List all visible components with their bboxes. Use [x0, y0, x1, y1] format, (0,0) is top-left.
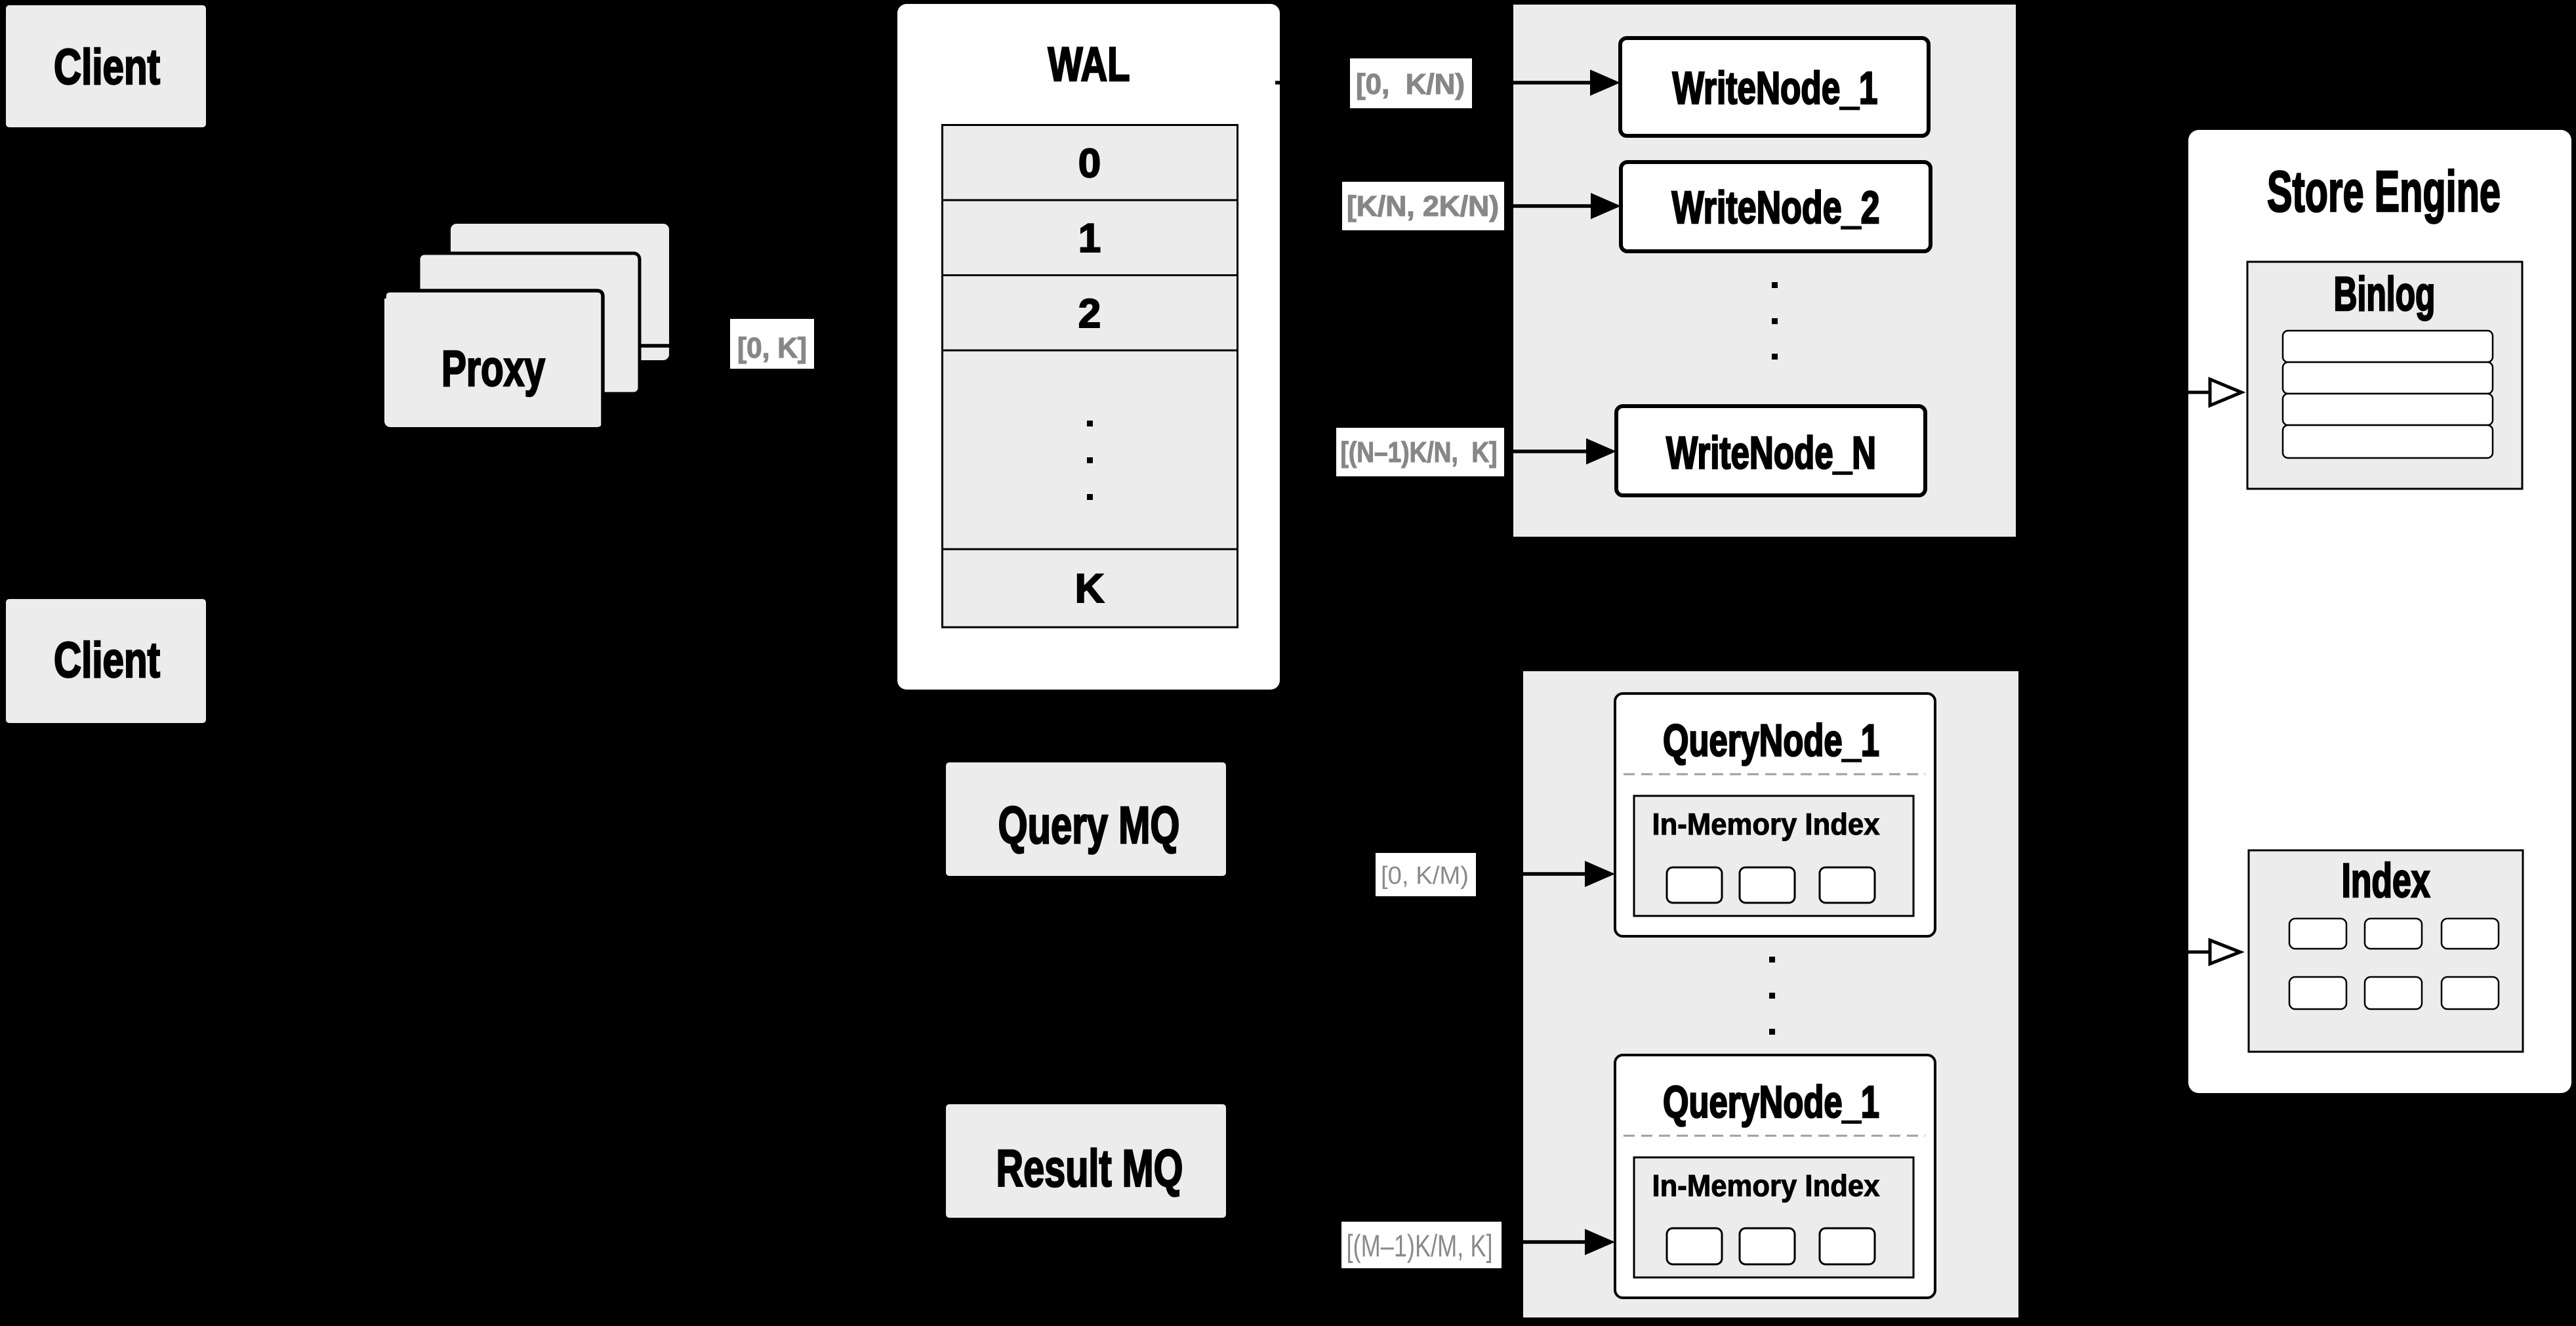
svg-text:WriteNode_2: WriteNode_2 [1672, 182, 1880, 233]
svg-text:[(M–1)K/M, K]: [(M–1)K/M, K] [1347, 1228, 1493, 1263]
svg-text:WAL: WAL [1048, 38, 1130, 91]
svg-text:QueryNode_1: QueryNode_1 [1663, 1077, 1879, 1127]
svg-text:[0, K]: [0, K] [737, 332, 807, 364]
svg-text:Binlog: Binlog [2334, 268, 2436, 321]
svg-text:2: 2 [1078, 291, 1101, 337]
svg-text:Index: Index [2342, 854, 2430, 907]
svg-text:Query MQ: Query MQ [998, 796, 1180, 854]
svg-text:[0, K/N): [0, K/N) [1356, 68, 1465, 100]
svg-text:QueryNode_1: QueryNode_1 [1663, 715, 1879, 766]
svg-text:0: 0 [1078, 141, 1101, 186]
svg-text:Result MQ: Result MQ [996, 1139, 1183, 1197]
svg-text:1: 1 [1078, 216, 1101, 261]
svg-text:Client: Client [54, 632, 160, 688]
svg-text:[K/N, 2K/N): [K/N, 2K/N) [1347, 190, 1499, 222]
svg-text:In-Memory Index: In-Memory Index [1652, 807, 1880, 841]
svg-text:WriteNode_1: WriteNode_1 [1673, 62, 1878, 114]
svg-text:Client: Client [54, 39, 160, 95]
svg-text:K: K [1075, 566, 1105, 611]
svg-text:WriteNode_N: WriteNode_N [1666, 427, 1876, 478]
svg-text:In-Memory Index: In-Memory Index [1652, 1169, 1880, 1203]
svg-text:Store Engine: Store Engine [2267, 159, 2501, 224]
svg-text:[0, K/M): [0, K/M) [1381, 862, 1469, 890]
svg-text:[(N–1)K/N, K]: [(N–1)K/N, K] [1341, 436, 1498, 468]
svg-text:Proxy: Proxy [441, 341, 545, 397]
